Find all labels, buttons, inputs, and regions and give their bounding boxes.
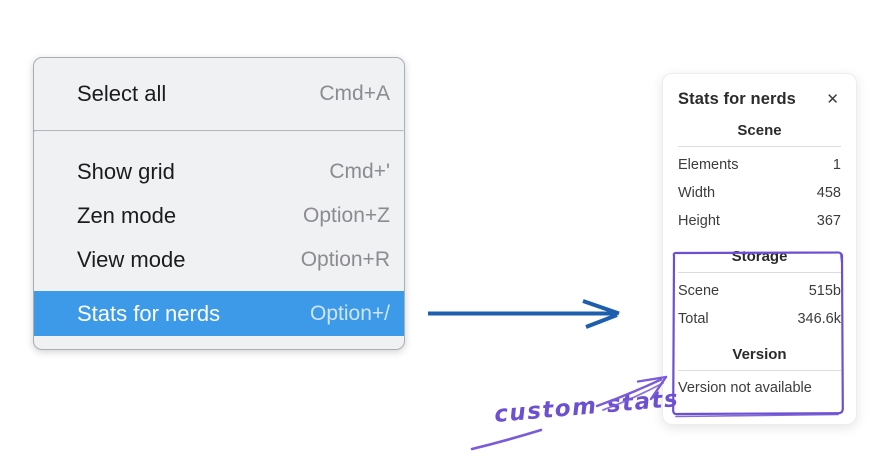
menu-item-shortcut: Cmd+' — [329, 160, 390, 183]
stat-value: 515b — [808, 283, 841, 299]
menu-divider — [34, 130, 404, 132]
stat-row-width: Width 458 — [678, 179, 841, 207]
context-menu: Select all Cmd+A Show grid Cmd+' Zen mod… — [33, 57, 405, 350]
menu-item-label: Stats for nerds — [77, 300, 221, 326]
stat-value: 367 — [816, 213, 841, 229]
close-icon[interactable]: ✕ — [826, 90, 839, 108]
version-note: Version not available — [678, 380, 812, 396]
panel-title: Stats for nerds — [678, 90, 796, 108]
stat-row-elements: Elements 1 — [678, 151, 841, 179]
menu-group-bottom: Show grid Cmd+' Zen mode Option+Z View m… — [34, 132, 404, 336]
stat-row-scene-size: Scene 515b — [678, 277, 841, 305]
stat-value: 1 — [832, 157, 841, 173]
menu-group-top: Select all Cmd+A — [34, 58, 404, 130]
menu-item-label: View mode — [77, 247, 186, 272]
panel-header: Stats for nerds ✕ — [678, 90, 841, 109]
menu-item-shortcut: Cmd+A — [319, 82, 390, 105]
menu-item-stats-for-nerds[interactable]: Stats for nerds Option+/ — [34, 291, 404, 336]
flow-arrow-icon — [428, 299, 620, 329]
section-heading: Scene — [737, 122, 782, 139]
section-heading: Version — [732, 346, 787, 363]
menu-item-label: Show grid — [77, 159, 175, 184]
stats-for-nerds-panel: Stats for nerds ✕ Scene Elements 1 Width… — [662, 73, 857, 425]
menu-item-zen-mode[interactable]: Zen mode Option+Z — [34, 194, 404, 238]
stat-value: 458 — [816, 185, 841, 201]
stat-value: 346.6k — [797, 311, 841, 327]
menu-item-label: Zen mode — [77, 203, 177, 228]
menu-item-shortcut: Option+/ — [310, 301, 390, 325]
menu-item-shortcut: Option+R — [300, 248, 390, 271]
menu-item-show-grid[interactable]: Show grid Cmd+' — [34, 150, 404, 194]
annotation-custom-stats-label: custom stats — [493, 385, 681, 429]
panel-section-scene: Scene Elements 1 Width 458 Height 367 — [678, 122, 841, 235]
menu-item-label: Select all — [77, 81, 167, 106]
stat-label: Scene — [678, 283, 720, 299]
section-divider — [678, 146, 841, 147]
section-divider — [678, 272, 841, 273]
section-divider — [678, 370, 841, 371]
stat-label: Elements — [678, 157, 739, 173]
stat-row-total-size: Total 346.6k — [678, 305, 841, 333]
panel-section-version: Version Version not available — [678, 346, 841, 396]
panel-section-storage: Storage Scene 515b Total 346.6k — [678, 248, 841, 333]
stat-label: Height — [678, 213, 720, 229]
stat-label: Width — [678, 185, 716, 201]
menu-item-view-mode[interactable]: View mode Option+R — [34, 238, 404, 282]
menu-item-shortcut: Option+Z — [303, 204, 390, 227]
menu-item-select-all[interactable]: Select all Cmd+A — [34, 72, 404, 116]
stat-label: Total — [678, 311, 709, 327]
stat-row-height: Height 367 — [678, 207, 841, 235]
section-heading: Storage — [731, 248, 788, 265]
